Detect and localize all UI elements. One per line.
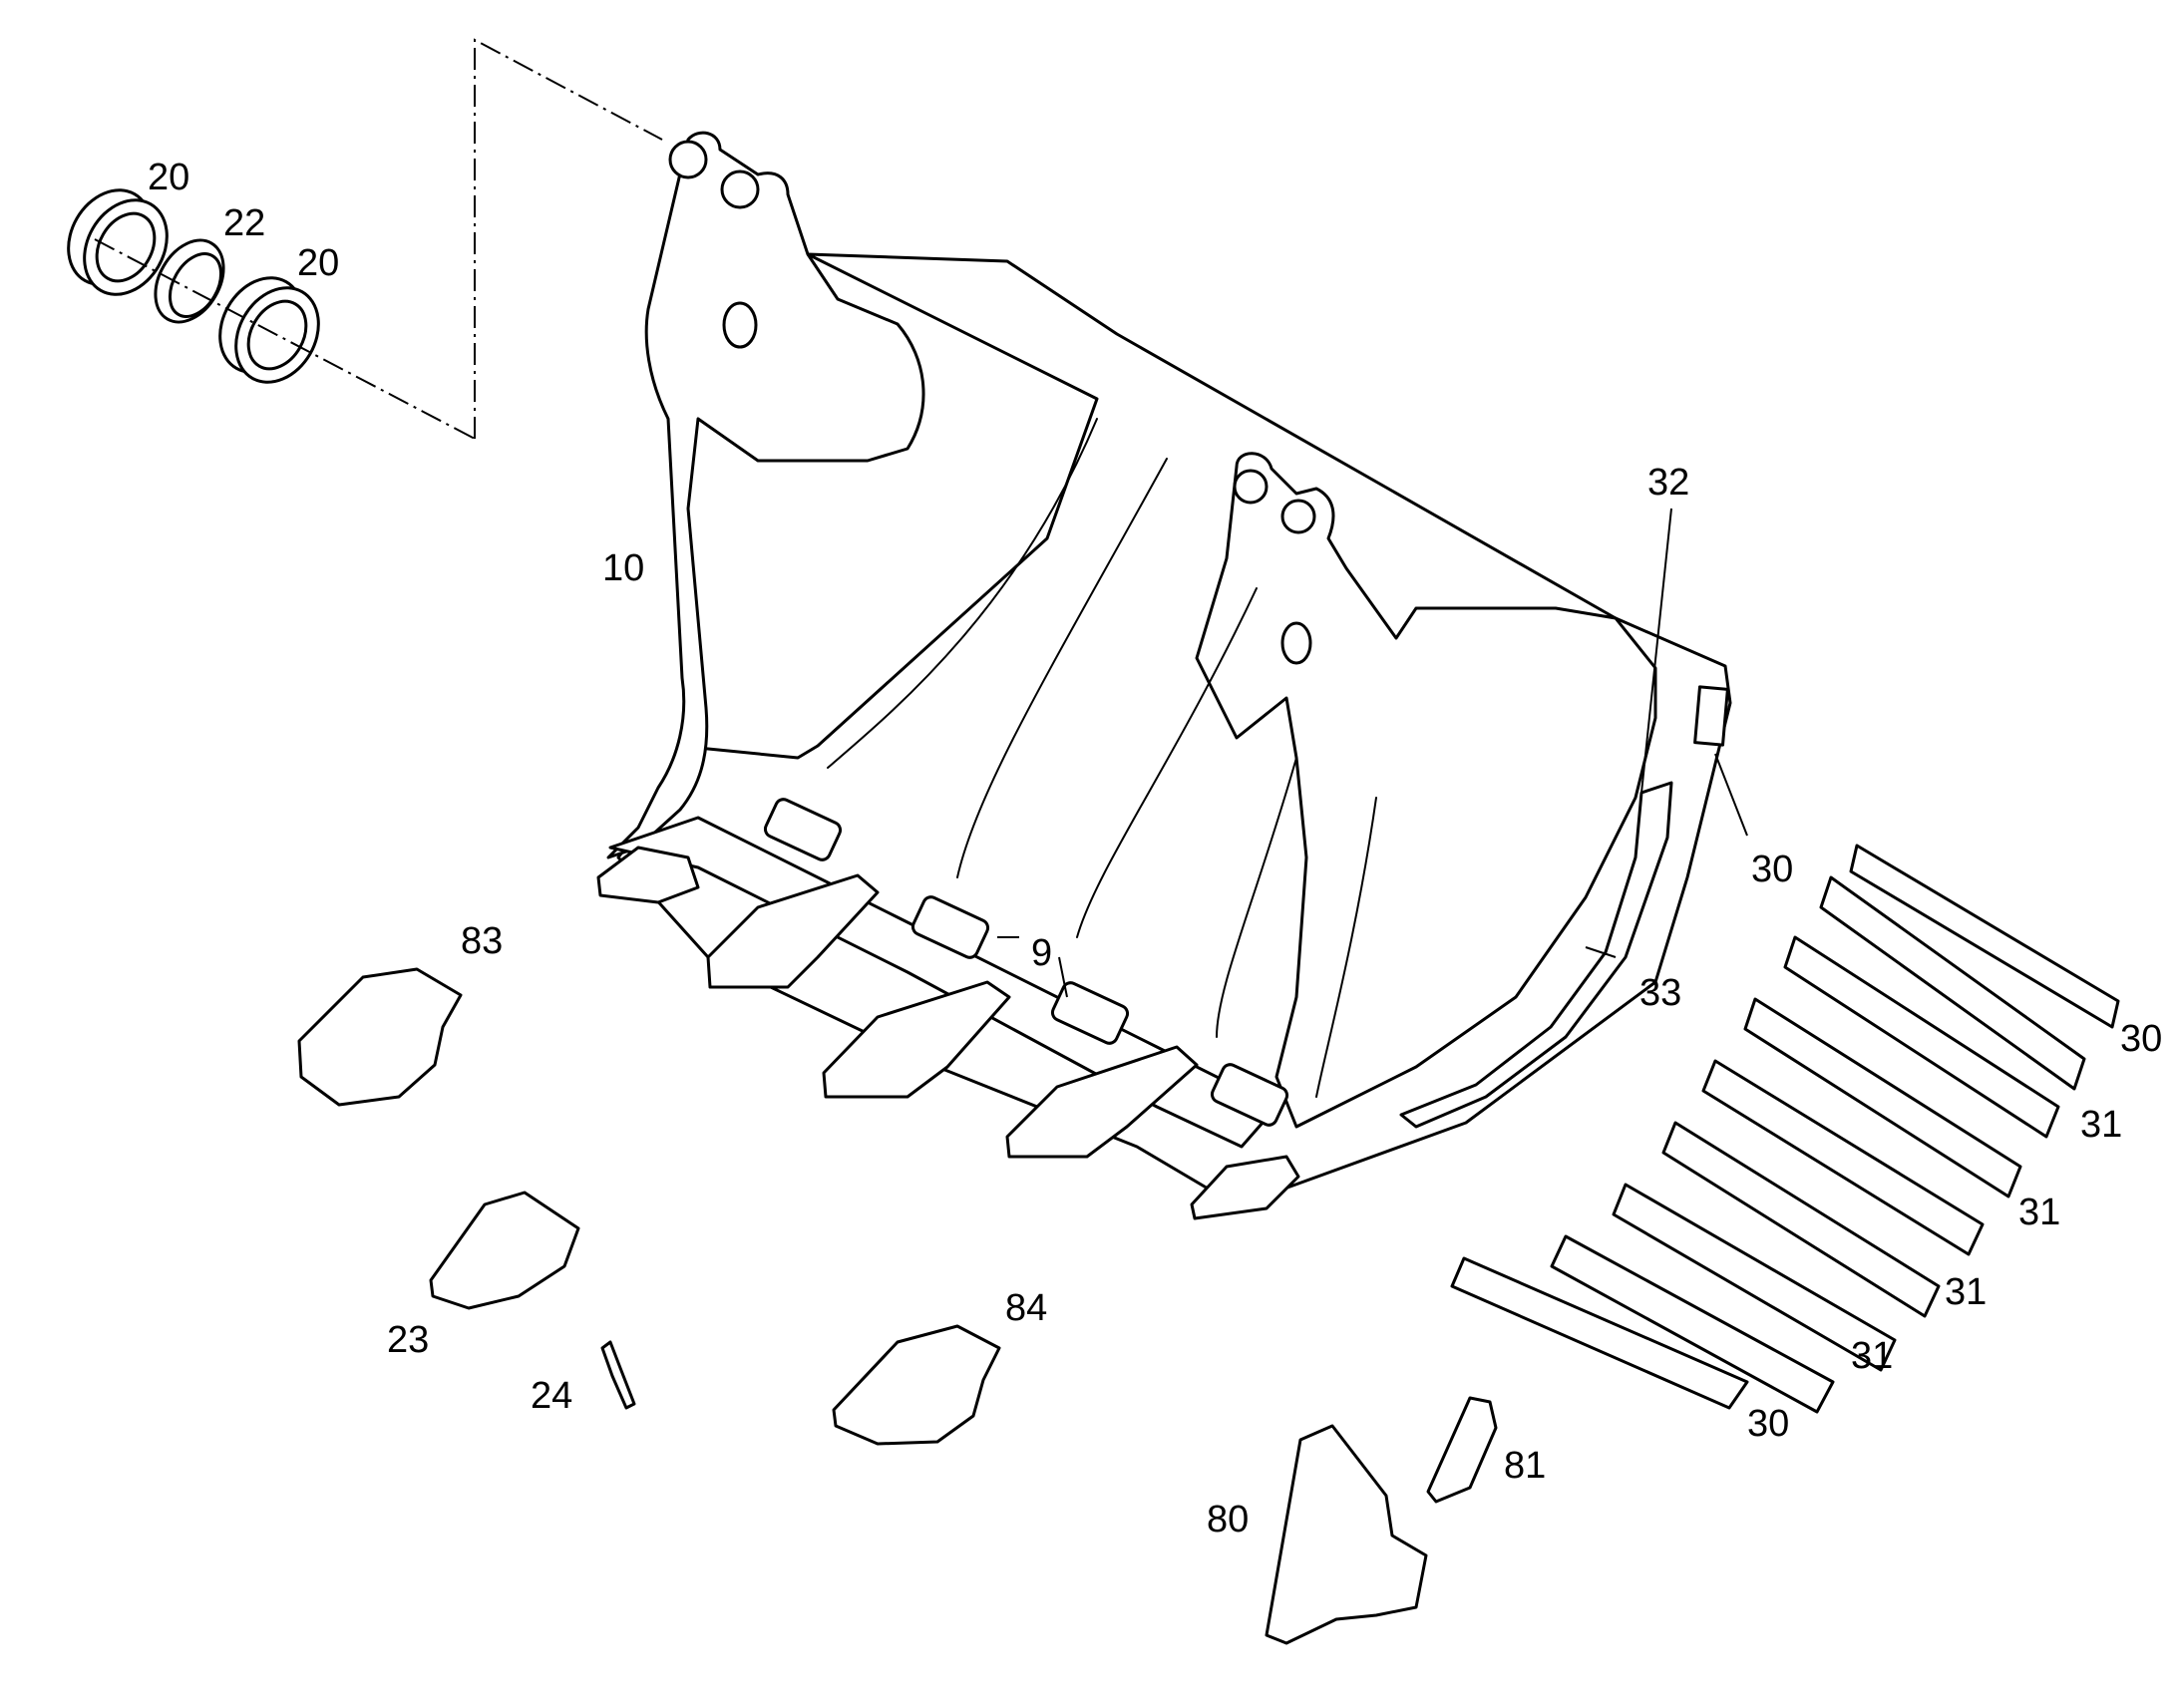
ring-22	[154, 238, 225, 324]
right-pin-hole-top-a	[1233, 469, 1269, 505]
callout-83: 83	[461, 920, 503, 962]
tooth-adapter-5	[1190, 1155, 1300, 1220]
bucket-floor-contour-1	[827, 418, 1098, 769]
callout-81: 81	[1504, 1445, 1546, 1487]
callout-10: 10	[602, 547, 644, 589]
lock-pin-81	[1426, 1396, 1498, 1504]
strip-30-top	[1849, 844, 2120, 1029]
wear-pad-9-a	[763, 798, 843, 861]
tooth-adapter-4	[1005, 1045, 1199, 1159]
callout-9: 9	[1031, 932, 1052, 974]
callout-30-strip-bottom: 30	[1747, 1403, 1789, 1445]
callout-32: 32	[1647, 462, 1689, 504]
assembly-axis-line	[94, 38, 663, 440]
bucket-floor-contour-2	[956, 458, 1168, 878]
left-side-plate	[606, 131, 925, 859]
callout-22: 22	[223, 202, 265, 244]
leader-32	[1640, 508, 1672, 794]
leader-33	[1585, 946, 1617, 958]
callout-31-c: 31	[1945, 1271, 1987, 1313]
side-strip-30	[1693, 685, 1729, 747]
tooth-adapter-3	[822, 980, 1011, 1099]
retainer-24	[600, 1340, 636, 1410]
strip-30-bottom	[1450, 1256, 1749, 1410]
callout-31-d: 31	[1851, 1335, 1893, 1377]
bucket-floor-contour-5	[1315, 797, 1377, 1098]
callout-84: 84	[1005, 1287, 1047, 1329]
left-pin-hole-lower	[722, 301, 758, 349]
leader-9-b	[1058, 956, 1068, 998]
right-pin-hole-lower	[1280, 621, 1312, 665]
right-side-plate	[1195, 452, 1657, 1129]
bucket-floor-contour-3	[1076, 587, 1258, 938]
left-pin-hole-top-a	[668, 140, 708, 179]
callout-30-side: 30	[1751, 849, 1793, 890]
wear-pad-9-d	[1210, 1063, 1289, 1127]
bushing-20-left	[67, 188, 169, 296]
callout-80: 80	[1207, 1499, 1249, 1540]
right-pin-hole-top-b	[1280, 499, 1316, 534]
tooth-adapter-2	[706, 873, 880, 989]
strip-31-6	[1612, 1183, 1897, 1372]
callout-31-b: 31	[2018, 1192, 2060, 1233]
adapter-bracket-80	[1265, 1424, 1428, 1645]
side-cutter-33	[1399, 781, 1673, 1129]
strip-31-1	[1819, 875, 2086, 1091]
callout-20-right: 20	[297, 242, 339, 284]
segment-strips	[1450, 844, 2120, 1414]
bucket-floor-contour-4	[1216, 757, 1297, 1038]
tooth-adapter-84	[832, 1324, 1001, 1446]
strip-31-5	[1661, 1121, 1941, 1318]
strip-31-3	[1743, 997, 2022, 1198]
tooth-tip-23	[429, 1191, 580, 1310]
callout-30-strip-top: 30	[2120, 1018, 2162, 1060]
tooth-adapter-1	[596, 846, 700, 904]
callout-23: 23	[387, 1319, 429, 1361]
callout-24: 24	[531, 1375, 572, 1417]
strip-31-4	[1701, 1059, 1985, 1256]
leader-30-top	[1714, 753, 1748, 837]
wear-pad-9-b	[910, 895, 990, 959]
left-pin-hole-top-b	[720, 170, 760, 209]
callout-33: 33	[1639, 972, 1681, 1014]
strip-31-2	[1783, 935, 2060, 1139]
callout-20-left: 20	[148, 157, 189, 198]
strip-31-7	[1550, 1234, 1835, 1414]
wear-pad-9-c	[1050, 981, 1130, 1045]
callout-31-a: 31	[2080, 1104, 2122, 1146]
tooth-adapter-83	[297, 967, 463, 1107]
